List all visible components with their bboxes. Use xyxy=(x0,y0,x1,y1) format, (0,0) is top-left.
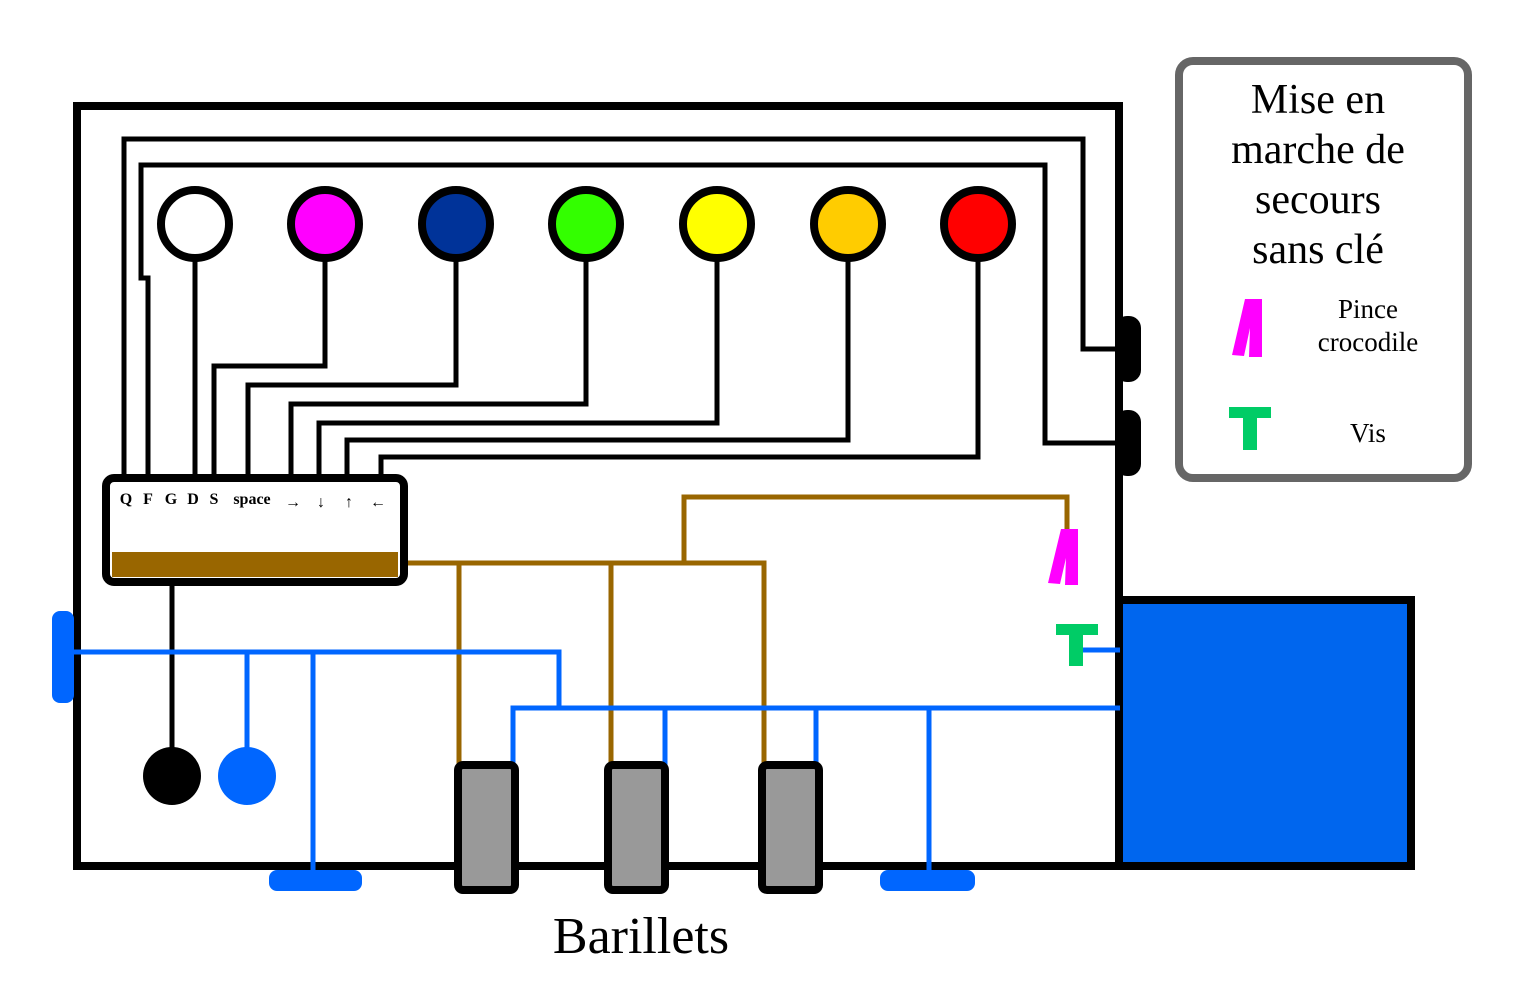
legend-item-screw: Vis xyxy=(1350,418,1386,448)
barrel-2 xyxy=(604,761,669,894)
bottom-right-blue-terminal xyxy=(880,870,975,891)
wire-yellow-button xyxy=(316,260,720,478)
blue-bus-right xyxy=(510,705,1120,766)
side-switch-top xyxy=(1115,316,1141,382)
key-label-up: ↑ xyxy=(345,494,353,511)
button-orange xyxy=(810,186,886,262)
wire-f-switch xyxy=(138,162,1118,478)
key-label-f: F xyxy=(143,491,153,508)
side-switch-bottom xyxy=(1115,410,1141,476)
legend-crocodile-clip-icon xyxy=(1232,299,1262,357)
legend-title-line-3: secours xyxy=(1255,177,1381,223)
legend-item-clip-line-1: Pince xyxy=(1338,294,1398,324)
blue-power-box xyxy=(1115,596,1415,870)
key-label-d: D xyxy=(187,491,199,508)
key-label-left: ← xyxy=(370,494,386,511)
brown-wires xyxy=(398,494,1070,766)
button-red xyxy=(940,186,1016,262)
blue-small-button xyxy=(218,747,276,805)
button-yellow xyxy=(679,186,755,262)
barrel-3 xyxy=(758,761,823,894)
legend-title-line-2: marche de xyxy=(1231,127,1405,173)
wire-q-switch xyxy=(121,136,1118,478)
legend-box xyxy=(1175,57,1472,482)
key-label-q: Q xyxy=(120,491,132,508)
left-blue-terminal xyxy=(52,611,74,703)
legend-screw-icon xyxy=(1229,407,1271,450)
barrels xyxy=(454,761,823,894)
barrel-1 xyxy=(454,761,519,894)
button-magenta xyxy=(287,186,363,262)
keyboard-controller: Q F G D S space → ↓ ↑ ← xyxy=(102,474,408,586)
key-label-space: space xyxy=(233,491,270,508)
keyboard-brown-strip xyxy=(112,552,398,577)
brown-clip-wire xyxy=(681,494,1070,563)
wire-orange-button xyxy=(344,260,851,478)
bottom-left-blue-terminal xyxy=(269,870,362,891)
key-label-down: ↓ xyxy=(317,494,325,511)
arcade-buttons xyxy=(157,186,1016,262)
barrels-caption: Barillets xyxy=(553,908,729,965)
button-blue xyxy=(418,186,494,262)
wire-green-button xyxy=(288,260,589,478)
blue-wires xyxy=(62,647,1120,878)
black-small-button xyxy=(143,747,201,805)
wire-magenta-button xyxy=(211,260,328,478)
screw-icon xyxy=(1056,624,1098,666)
key-label-s: S xyxy=(210,491,219,508)
brown-bus xyxy=(398,560,767,766)
button-white xyxy=(157,186,233,262)
legend-title-line-4: sans clé xyxy=(1252,227,1384,273)
button-green xyxy=(548,186,624,262)
wire-red-button xyxy=(378,260,981,478)
legend: Mise en marche de secours sans clé Pince… xyxy=(1175,57,1472,482)
crocodile-clip-icon xyxy=(1048,529,1078,585)
wire-blue-button xyxy=(245,260,459,478)
blue-bus-left xyxy=(62,649,562,706)
legend-title-line-1: Mise en xyxy=(1251,77,1385,123)
key-label-right: → xyxy=(285,494,301,511)
legend-item-clip-line-2: crocodile xyxy=(1318,327,1418,357)
key-label-g: G xyxy=(165,491,178,508)
